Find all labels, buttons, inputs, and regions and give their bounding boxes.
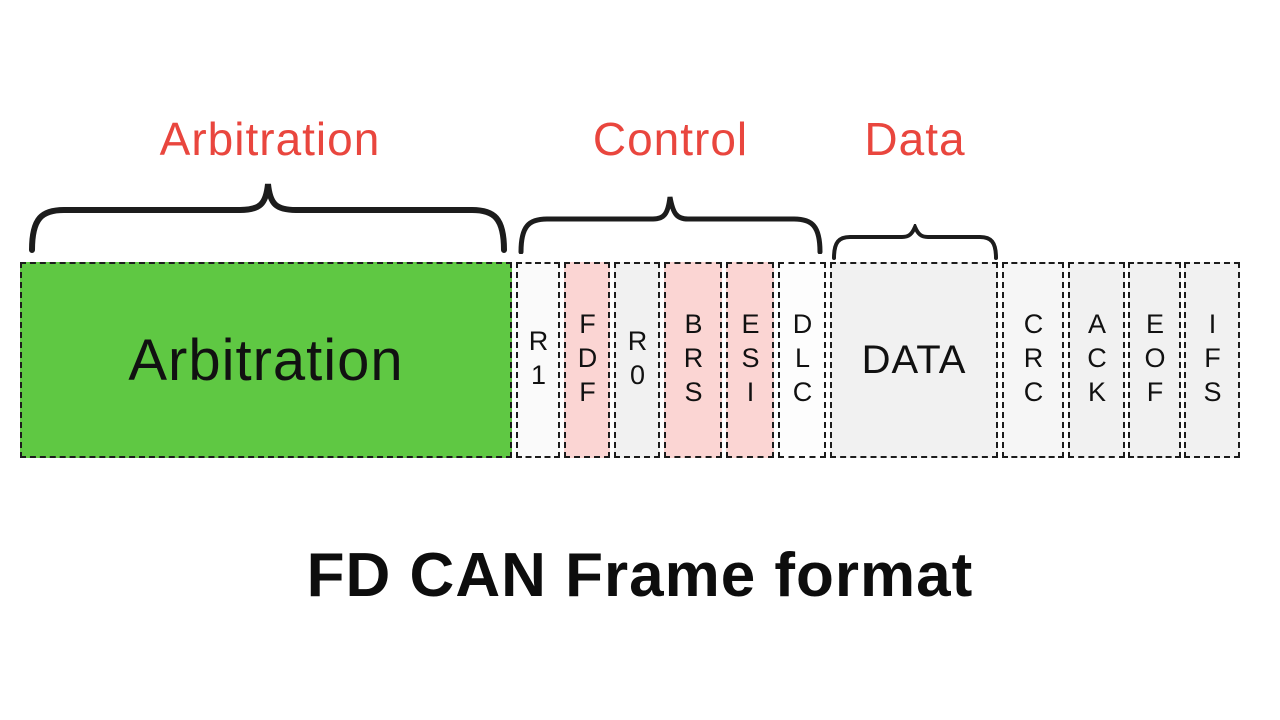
field-fdf: FDF bbox=[564, 262, 610, 458]
field-ack: ACK bbox=[1068, 262, 1125, 458]
data-brace-icon bbox=[832, 224, 998, 260]
field-ifs: IFS bbox=[1184, 262, 1240, 458]
field-brs: BRS bbox=[664, 262, 722, 458]
field-eof: EOF bbox=[1128, 262, 1181, 458]
field-r0: R0 bbox=[614, 262, 660, 458]
field-arbitration: Arbitration bbox=[20, 262, 512, 458]
field-esi: ESI bbox=[726, 262, 774, 458]
field-dlc: DLC bbox=[778, 262, 826, 458]
field-data: DATA bbox=[830, 262, 998, 458]
control-brace-icon bbox=[518, 196, 823, 254]
arbitration-brace-icon bbox=[29, 183, 507, 253]
section-label-arbitration: Arbitration bbox=[159, 113, 381, 165]
field-crc: CRC bbox=[1002, 262, 1064, 458]
section-label-control: Control bbox=[592, 113, 749, 165]
section-label-data: Data bbox=[864, 113, 966, 165]
field-r1: R1 bbox=[516, 262, 560, 458]
diagram-title: FD CAN Frame format bbox=[306, 541, 974, 610]
